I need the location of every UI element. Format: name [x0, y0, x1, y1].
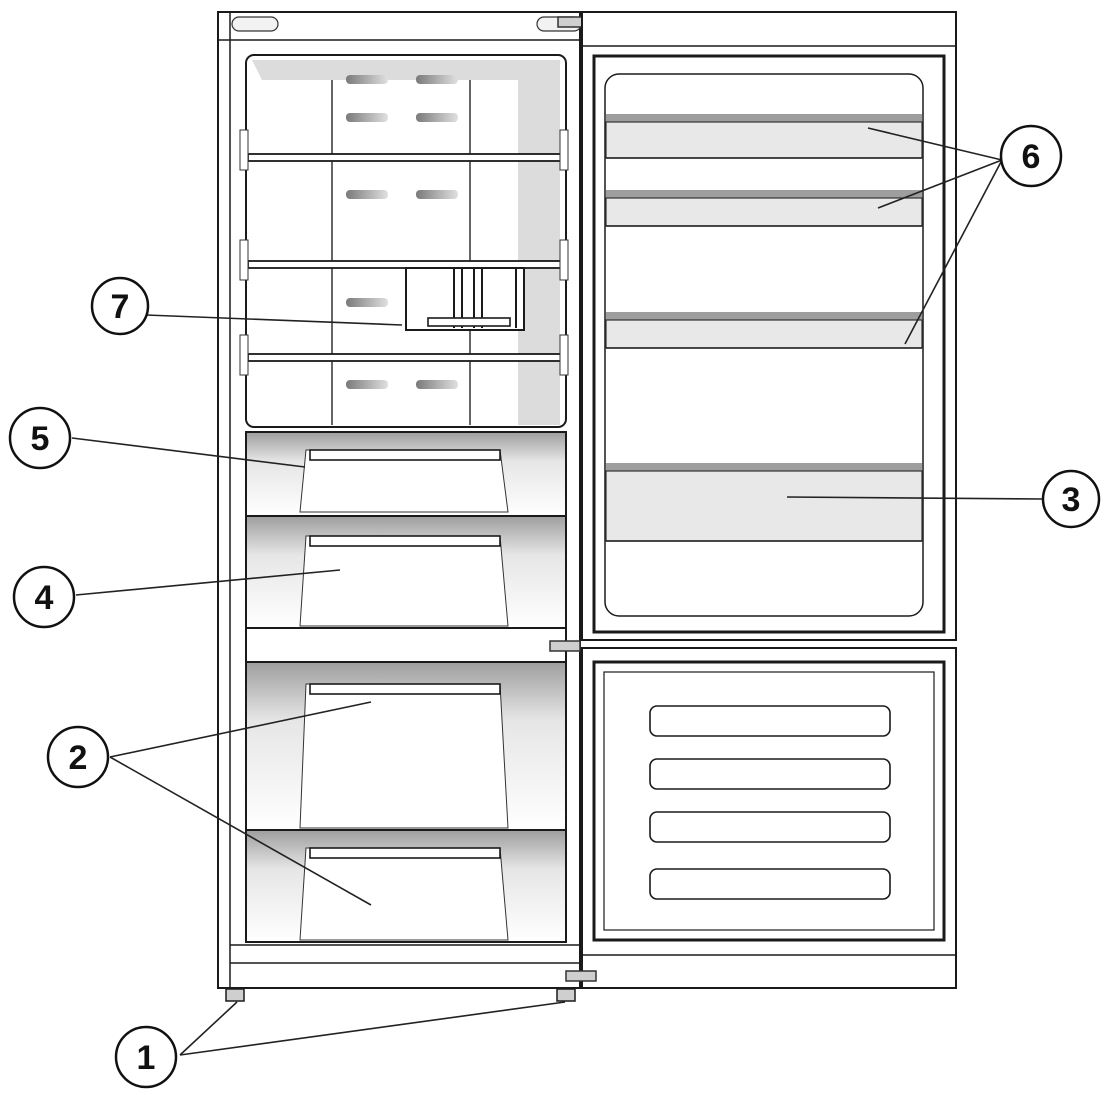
bottom-hinge — [565, 970, 597, 982]
callout-7: 7 — [90, 276, 150, 336]
door-bottle-balcony — [605, 463, 923, 542]
bottle-rack — [405, 267, 525, 331]
cabinet-body — [217, 11, 621, 989]
middle-hinge — [549, 640, 581, 652]
callout-6: 6 — [999, 124, 1063, 188]
upper-crisper-drawer — [245, 431, 567, 517]
shelf-1 — [247, 153, 565, 162]
door-balcony-3 — [605, 312, 923, 349]
lower-crisper-drawer — [245, 515, 567, 629]
callout-7-label: 7 — [111, 288, 130, 326]
shelf-2 — [247, 260, 565, 269]
leader-lines — [71, 127, 1045, 1056]
callout-2: 2 — [46, 725, 110, 789]
freezer-drawer-upper — [245, 661, 567, 831]
callout-4: 4 — [12, 565, 76, 629]
foot-right — [556, 988, 576, 1002]
door-balcony-2 — [605, 190, 923, 227]
adjustable-feet — [225, 988, 576, 1002]
shelf-3 — [247, 353, 565, 362]
freezer-drawer-lower — [245, 829, 567, 943]
callout-2-label: 2 — [69, 739, 88, 777]
callout-3: 3 — [1041, 469, 1101, 529]
freezer-door — [581, 647, 957, 989]
foot-left — [225, 988, 245, 1002]
callout-5: 5 — [8, 406, 72, 470]
callout-5-label: 5 — [31, 420, 50, 458]
callout-4-label: 4 — [35, 579, 54, 617]
callout-1-label: 1 — [137, 1039, 156, 1077]
fridge-door — [581, 11, 957, 641]
fridge-back-wall-shade — [252, 60, 560, 425]
top-left-light-slot — [231, 16, 279, 32]
callout-3-label: 3 — [1062, 481, 1081, 519]
door-balcony-1 — [605, 114, 923, 159]
freezer-door-ridges — [649, 705, 891, 900]
compartment-divider — [245, 627, 567, 663]
callout-1: 1 — [114, 1025, 178, 1089]
callout-6-label: 6 — [1022, 138, 1041, 176]
